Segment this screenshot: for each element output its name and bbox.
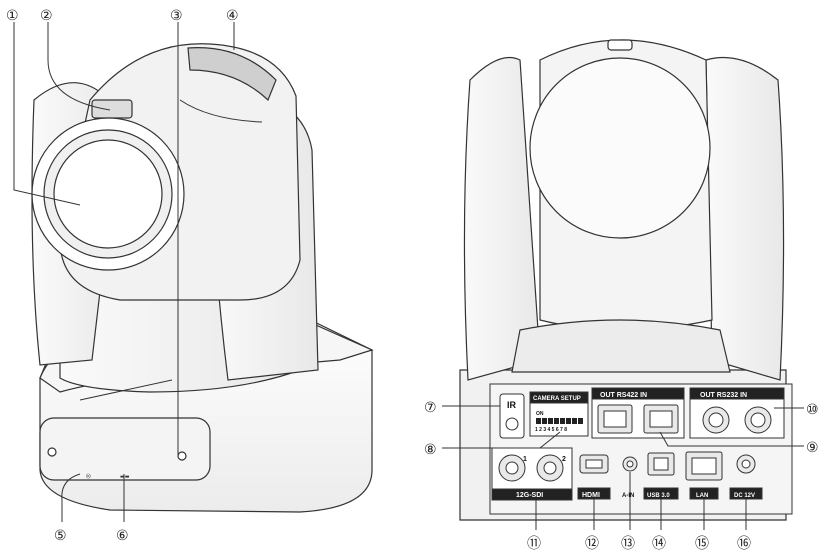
front-camera-illustration: ◎ ▬▬ <box>31 43 374 513</box>
camera-setup-header <box>529 391 589 404</box>
callout-4: ④ <box>226 8 239 24</box>
ir-window <box>499 393 525 439</box>
rear-io-panel <box>489 383 793 515</box>
rear-collar <box>511 319 731 373</box>
callout-13: ⑬ <box>621 536 635 552</box>
ain-label: A-IN <box>622 493 634 499</box>
callout-11: ⑪ <box>527 536 541 552</box>
camera-setup-label: CAMERA SETUP <box>533 396 581 402</box>
rs422-label: OUT RS422 IN <box>600 392 647 399</box>
callout-14: ⑭ <box>652 536 666 552</box>
callout-6: ⑥ <box>116 528 129 544</box>
rear-left-arm <box>463 56 541 381</box>
rear-right-arm <box>705 56 785 381</box>
led-left <box>47 447 57 457</box>
callout-2: ② <box>40 8 53 24</box>
sdi-label: 12G-SDI <box>516 492 543 499</box>
callout-8: ⑧ <box>424 442 437 458</box>
tally-window <box>91 99 133 119</box>
front-panel <box>39 417 211 481</box>
callout-12: ⑫ <box>585 536 599 552</box>
base-mark-1: ◎ <box>85 472 91 480</box>
dc-label: DC 12V <box>734 493 755 499</box>
rear-dome <box>529 57 711 239</box>
usb-label: USB 3.0 <box>647 493 670 499</box>
rs232-label: OUT RS232 IN <box>700 392 747 399</box>
led-right <box>177 451 187 461</box>
sdi-1-label: 1 <box>523 456 527 463</box>
rear-panel-labels: IR CAMERA SETUP ON 1 2 3 4 5 6 7 8 OUT R… <box>507 392 755 499</box>
ir-sensor <box>505 417 519 431</box>
callout-7: ⑦ <box>424 400 437 416</box>
dip-switch-bank <box>536 418 583 424</box>
base-mark-2: ▬▬ <box>120 474 130 480</box>
callout-3: ③ <box>170 8 183 24</box>
head-top-band <box>187 47 277 102</box>
callout-16: ⑯ <box>737 536 751 552</box>
callout-5: ⑤ <box>54 528 67 544</box>
lens-glass <box>53 139 163 249</box>
hdmi-label: HDMI <box>582 492 600 499</box>
sdi-footer <box>491 488 573 501</box>
callout-numbers: ① ② ③ ④ ⑤ ⑥ ⑦ ⑧ ⑨ ⑩ ⑪ ⑫ ⑬ ⑭ ⑮ ⑯ <box>6 8 819 552</box>
dip-numbers-label: 1 2 3 4 5 6 7 8 <box>535 427 567 433</box>
front-leaders <box>13 22 263 522</box>
callout-9: ⑨ <box>806 440 819 456</box>
rear-top-tab <box>607 39 633 51</box>
callout-15: ⑮ <box>695 536 709 552</box>
rs232-header <box>689 387 785 400</box>
callout-1: ① <box>6 8 19 24</box>
rs422-header <box>591 387 685 400</box>
rear-leaders <box>442 405 804 530</box>
sdi-2-label: 2 <box>562 456 566 463</box>
lan-label: LAN <box>696 493 708 499</box>
ir-label: IR <box>507 400 517 410</box>
dip-on-label: ON <box>536 411 544 417</box>
callout-10: ⑩ <box>806 402 819 418</box>
